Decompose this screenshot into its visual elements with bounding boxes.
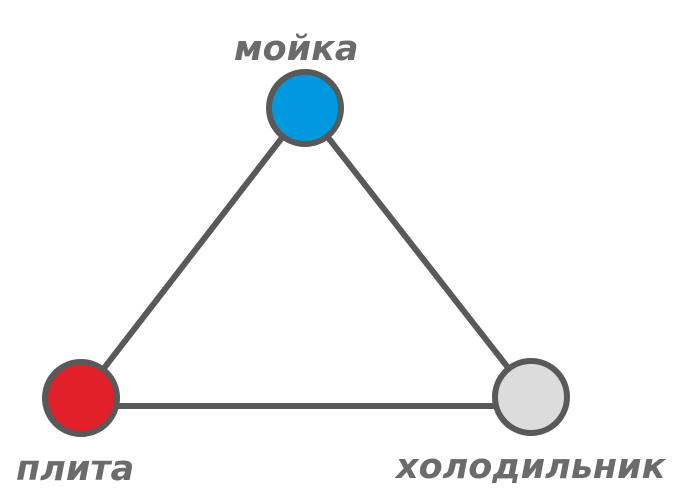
sink-label: мойка	[234, 29, 359, 69]
fridge-node	[492, 358, 570, 436]
stove-node	[42, 359, 120, 437]
edge-sink-stove	[78, 105, 308, 401]
edge-sink-fridge	[302, 105, 534, 400]
sink-node	[266, 69, 344, 147]
stove-label: плита	[16, 449, 135, 489]
fridge-label: холодильник	[396, 447, 666, 487]
